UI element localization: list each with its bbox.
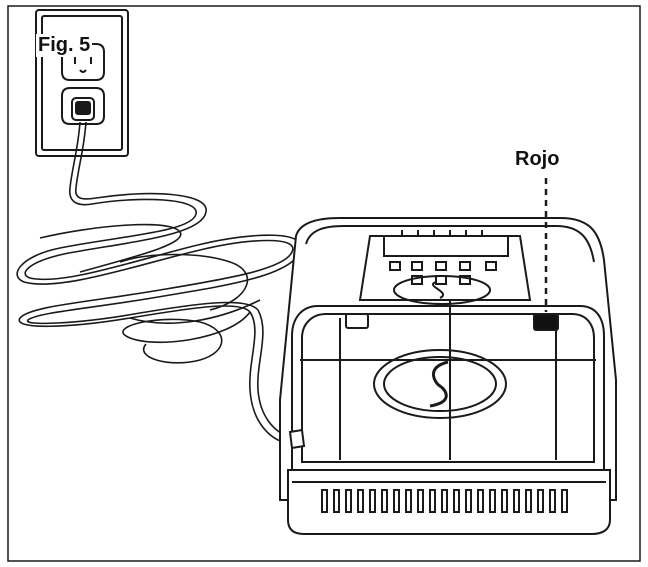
wall-outlet-icon	[35, 9, 129, 157]
plug-icon	[71, 97, 95, 121]
battery-charger-icon	[279, 217, 617, 535]
callout-label: Rojo	[515, 148, 560, 170]
s-logo-icon	[373, 349, 507, 419]
figure-frame	[7, 5, 641, 562]
figure-label: Fig. 5	[36, 34, 93, 57]
power-cord	[16, 121, 311, 445]
